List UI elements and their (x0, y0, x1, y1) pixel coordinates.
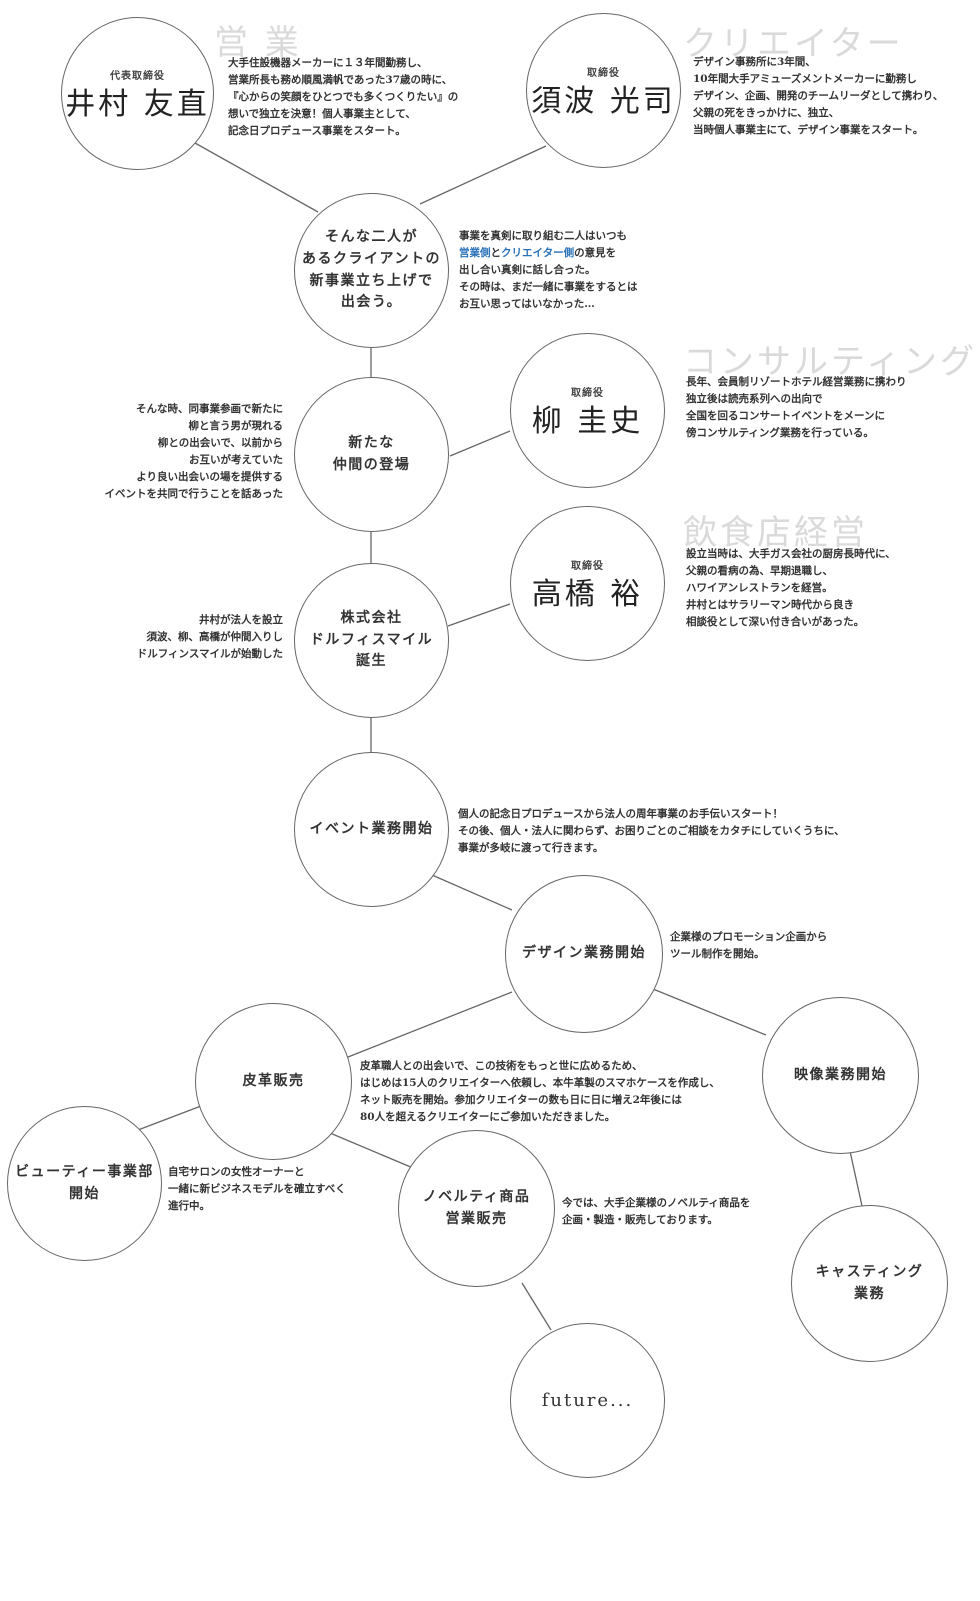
watermark-consulting: コンサルティング (683, 342, 977, 382)
milestone-design: デザイン業務開始 (505, 875, 663, 1033)
person-name: 須波 光司 (531, 83, 676, 119)
milestone-founded: 株式会社 ドルフィスマイル 誕生 (294, 563, 449, 718)
person-role: 取締役 (571, 560, 604, 572)
desc-event: 個人の記念日プロデュースから法人の周年事業のお手伝いスタート！ その後、個人・法… (458, 808, 845, 854)
person-yanagi: 取締役 柳 圭史 (510, 333, 665, 488)
line-imura-meet (194, 142, 319, 213)
desc-meet: 事業を真剣に取り組む二人はいつも 営業側とクリエイター側の意見を 出し合い真剣に… (459, 228, 638, 313)
line-design-video (652, 988, 767, 1036)
person-desc-takahashi: 設立当時は、大手ガス会社の厨房長時代に、 父親の看病の為、早期退職し、 ハワイア… (686, 548, 896, 628)
desc-meet-after: の意見を (574, 247, 617, 259)
person-desc-yanagi: 長年、会員制リゾートホテル経営業務に携わり 独立後は読売系列への出向で 全国を回… (686, 376, 907, 439)
milestone-label: 皮革販売 (242, 1072, 305, 1089)
desc-meet-rest: 出し合い真剣に話し合った。 その時は、まだ一緒に事業をするとは お互い思ってはい… (459, 264, 638, 310)
person-takahashi: 取締役 高橋 裕 (510, 506, 665, 661)
milestone-label: そんな二人が あるクライアントの 新事業立ち上げで 出会う。 (302, 229, 441, 311)
desc-meet-line1: 事業を真剣に取り組む二人はいつも (459, 230, 627, 242)
milestone-label: デザイン業務開始 (522, 945, 646, 962)
milestone-meet: そんな二人が あるクライアントの 新事業立ち上げで 出会う。 (294, 193, 449, 348)
milestone-beauty: ビューティー事業部 開始 (7, 1106, 162, 1261)
person-role: 取締役 (587, 67, 620, 79)
desc-meet-sales: 営業側 (459, 247, 491, 259)
milestone-leather: 皮革販売 (195, 1003, 352, 1160)
desc-novelty: 今では、大手企業様のノベルティ商品を 企画・製造・販売しております。 (562, 1197, 751, 1226)
milestone-label: イベント業務開始 (309, 820, 434, 837)
milestone-future: future... (510, 1323, 665, 1478)
person-desc-sunami: デザイン事務所に3年間、 10年間大手アミューズメントメーカーに勤務し デザイン… (693, 56, 944, 136)
milestone-event: イベント業務開始 (294, 752, 449, 907)
line-novelty-future (521, 1282, 552, 1331)
milestone-label: 映像業務開始 (794, 1066, 887, 1083)
person-sunami: 取締役 須波 光司 (526, 13, 681, 168)
line-video-casting (849, 1150, 863, 1207)
milestone-video: 映像業務開始 (762, 997, 919, 1154)
line-yanagi-newmember (449, 430, 511, 457)
line-event-design (431, 874, 513, 911)
line-takahashi-founded (447, 603, 511, 627)
person-desc-imura: 大手住設機器メーカーに１３年間勤務し、 営業所長も務め順風満帆であった37歳の時… (228, 57, 459, 137)
desc-leather: 皮革職人との出会いで、この技術をもっと世に広めるため、 はじめは15人のクリエイ… (360, 1060, 720, 1123)
person-imura: 代表取締役 井村 友直 (61, 17, 214, 170)
watermark-sales: 営 業 (214, 23, 302, 63)
milestone-label: キャスティング 業務 (815, 1263, 924, 1302)
line-leather-beauty (137, 1105, 202, 1131)
milestone-casting: キャスティング 業務 (791, 1205, 948, 1362)
person-role: 代表取締役 (110, 70, 165, 82)
line-design-leather (342, 991, 513, 1060)
milestone-label: ノベルティ商品 営業販売 (422, 1188, 531, 1227)
milestone-newmember: 新たな 仲間の登場 (294, 377, 449, 532)
milestone-label: future... (541, 1389, 634, 1411)
watermark-creator: クリエイター (683, 24, 904, 64)
watermark-restaurant: 飲食店経営 (683, 513, 868, 553)
person-name: 柳 圭史 (531, 403, 644, 439)
desc-newmember: そんな時、同事業参画で新たに 柳と言う男が現れる 柳との出会いで、以前から お互… (104, 403, 284, 500)
person-role: 取締役 (571, 387, 604, 399)
desc-design: 企業様のプロモーション企画から ツール制作を開始。 (670, 931, 828, 960)
milestone-label: ビューティー事業部 開始 (15, 1163, 154, 1202)
milestone-label: 株式会社 ドルフィスマイル 誕生 (309, 609, 434, 670)
line-sunami-meet (419, 145, 547, 205)
person-name: 井村 友直 (65, 86, 210, 122)
person-name: 高橋 裕 (531, 576, 644, 612)
desc-meet-and: と (490, 247, 502, 259)
desc-beauty: 自宅サロンの女性オーナーと 一緒に新ビジネスモデルを確立すべく 進行中。 (168, 1166, 346, 1212)
milestone-novelty: ノベルティ商品 営業販売 (398, 1130, 555, 1287)
milestone-label: 新たな 仲間の登場 (332, 434, 411, 473)
desc-founded: 井村が法人を設立 須波、柳、高橋が仲間入りし ドルフィンスマイルが始動した (136, 614, 283, 660)
line-leather-novelty (329, 1132, 414, 1169)
desc-meet-creator: クリエイター側 (501, 247, 575, 259)
